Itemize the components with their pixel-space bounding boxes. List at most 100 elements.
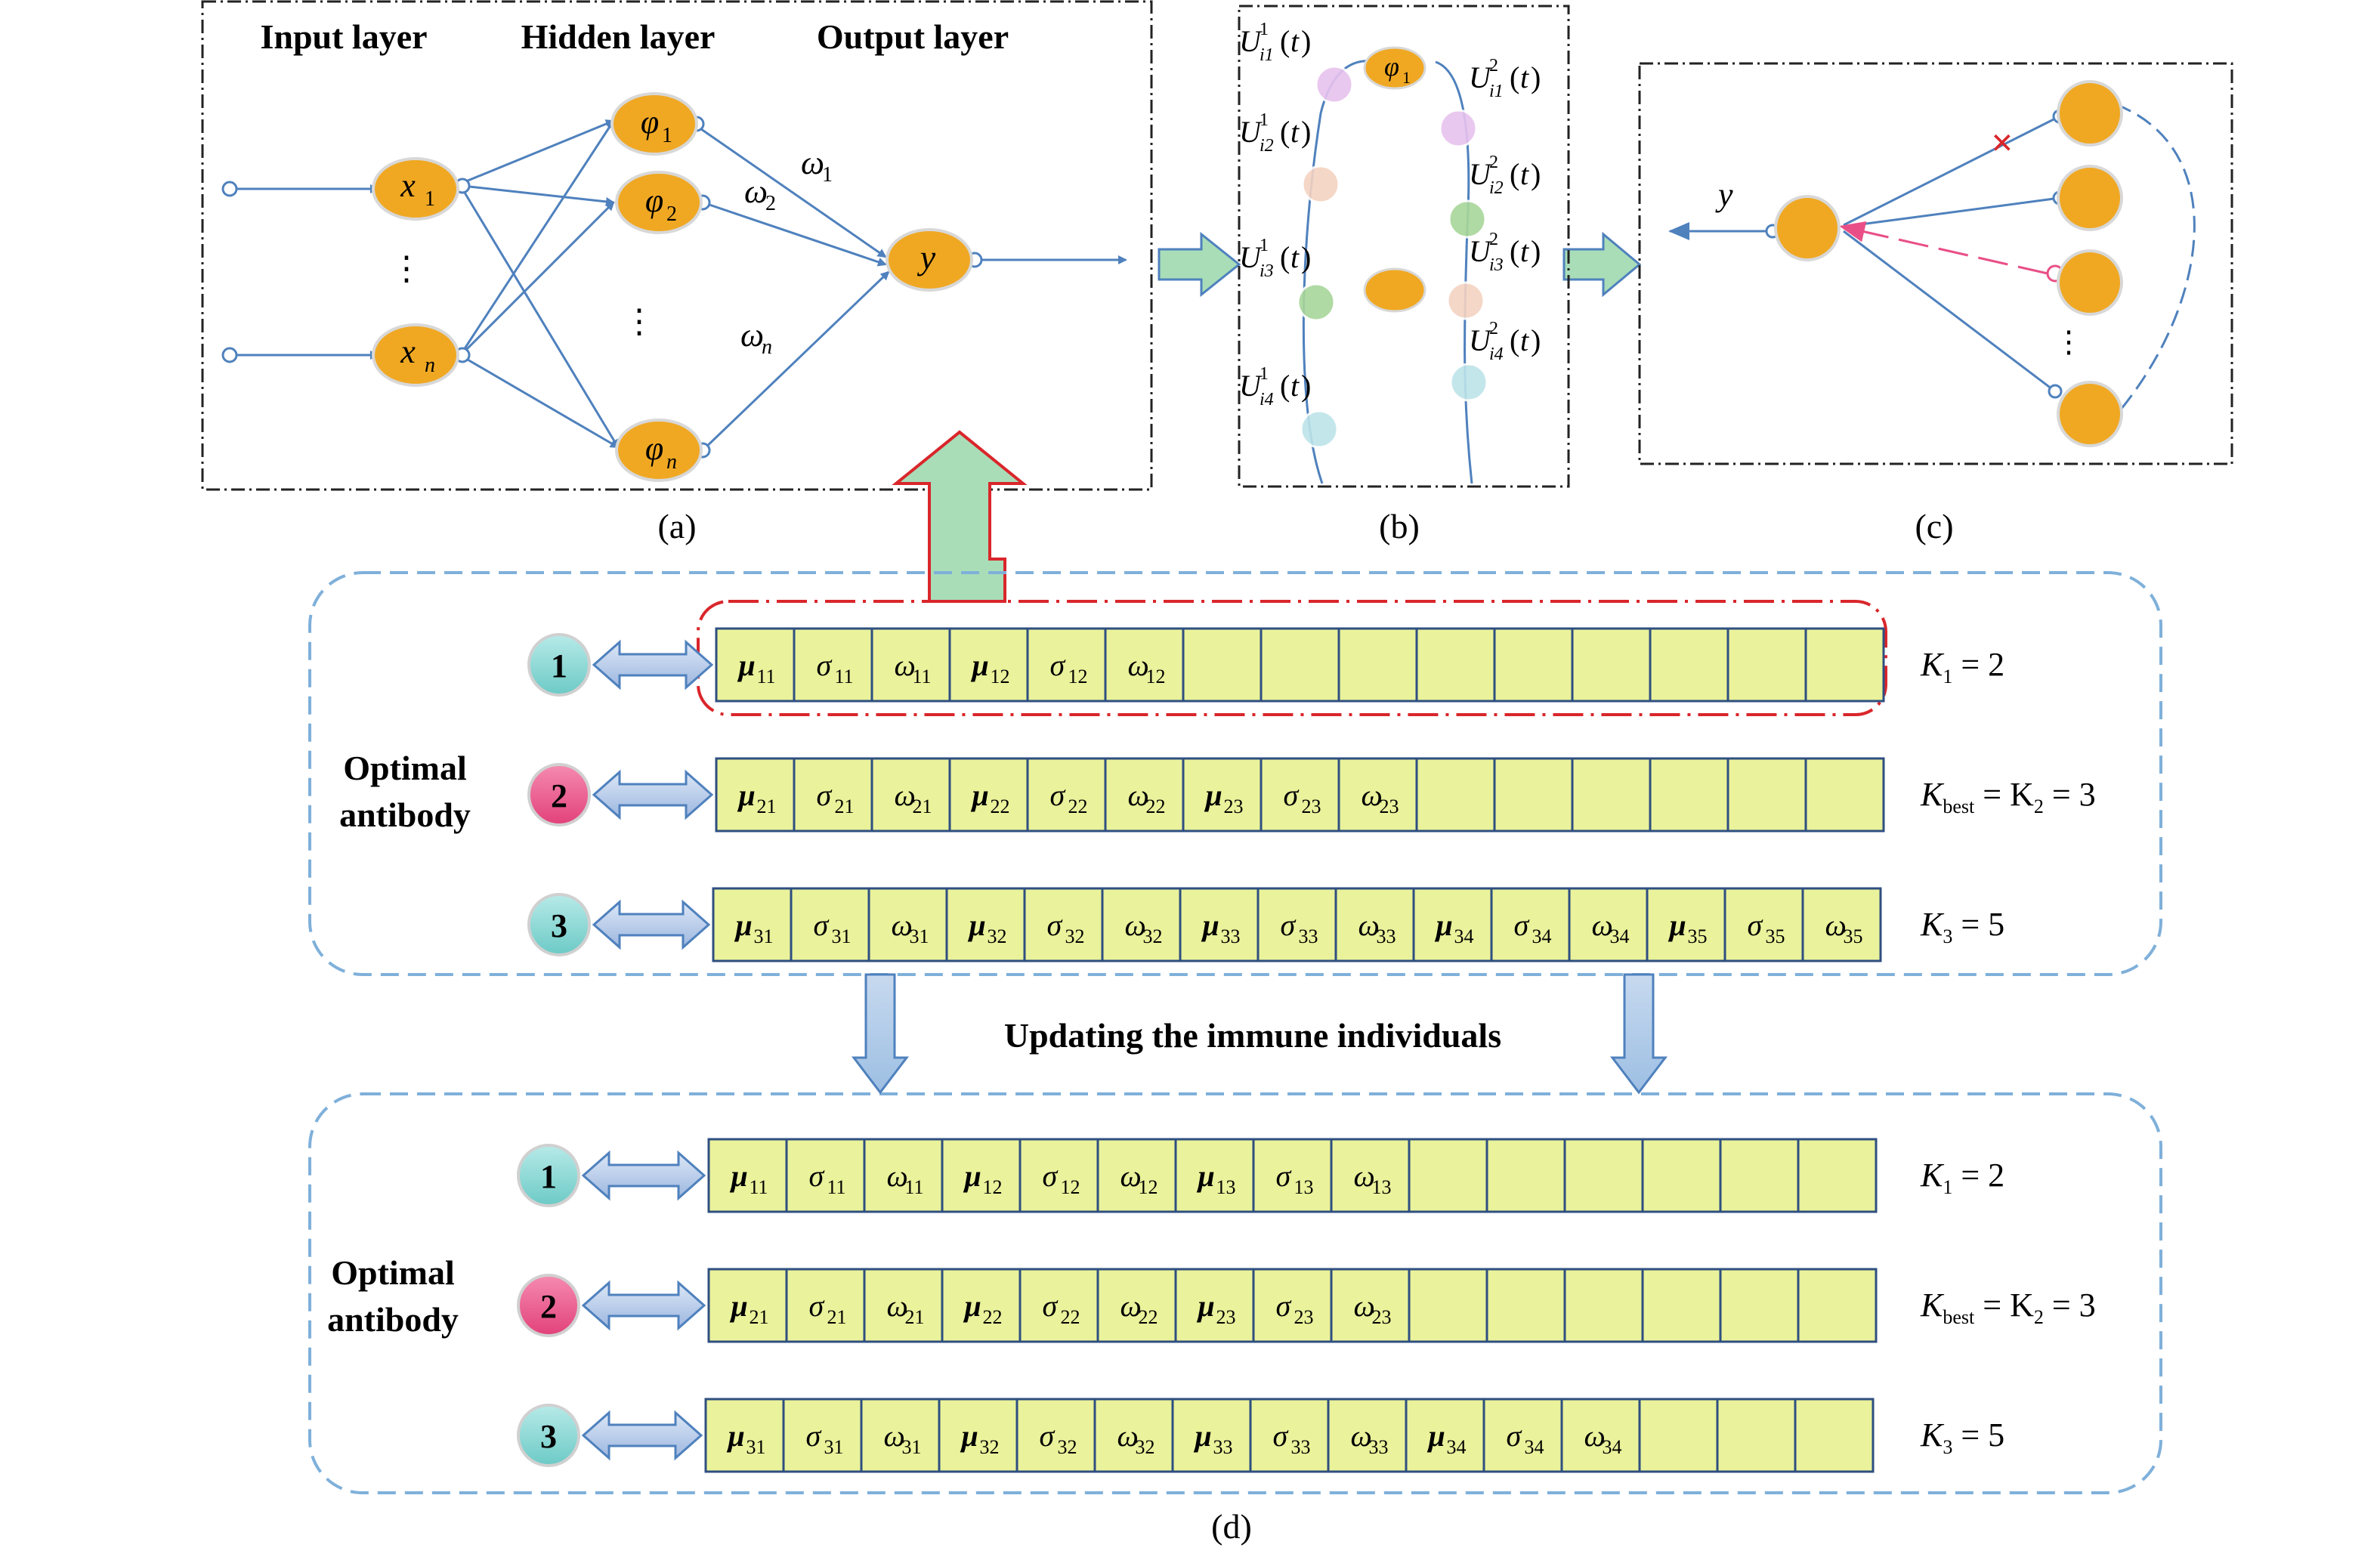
antibody-cell (1563, 1138, 1644, 1213)
svg-text:U: U (1469, 157, 1493, 191)
svg-text:i3: i3 (1489, 255, 1504, 275)
antibody-cell (1560, 1398, 1641, 1473)
antibody-cell-subscript: 11 (827, 1176, 846, 1198)
antibody-cell-symbol: μ (737, 778, 756, 812)
antibody-cell (1023, 887, 1104, 962)
antibody-cell-symbol: ω (887, 1159, 908, 1193)
antibody-cell (1797, 1268, 1878, 1343)
antibody-badge (527, 763, 591, 826)
antibody-cell-symbol: μ (968, 908, 986, 942)
antibody-cell-subscript: 13 (1216, 1176, 1236, 1198)
antibody-cell (870, 627, 951, 703)
antibody-cell-subscript: 32 (1143, 925, 1163, 947)
antibody-cell-symbol: ω (1120, 1159, 1142, 1193)
antibody-cell-subscript: 11 (905, 1176, 924, 1198)
antibody-cell-symbol: σ (1040, 1419, 1056, 1453)
antibody-cell-symbol: σ (809, 1159, 825, 1193)
antibody-cell-symbol: μ (1427, 1419, 1445, 1453)
antibody-cell-subscript: 22 (1139, 1306, 1158, 1328)
antibody-cell-subscript: 34 (1447, 1436, 1467, 1458)
antibody-cell-subscript: 13 (1294, 1176, 1314, 1198)
antibody-cell-subscript: 12 (1146, 666, 1166, 687)
antibody-k-label: K1 = 2 (1920, 646, 2004, 687)
antibody-cell (1638, 1398, 1719, 1473)
antibody-cell-subscript: 21 (905, 1306, 925, 1328)
svg-text:1: 1 (1260, 364, 1269, 384)
svg-text:i4: i4 (1260, 390, 1274, 409)
panel-b-frame (1238, 5, 1570, 488)
antibody-cell-subscript: 33 (1213, 1436, 1233, 1458)
svg-text:2: 2 (1489, 56, 1498, 76)
antibody-cell (1641, 1268, 1722, 1343)
antibody-cell-symbol: ω (1120, 1289, 1142, 1323)
antibody-cell-symbol: ω (887, 1289, 908, 1323)
double-arrow-icon (581, 1150, 706, 1201)
antibody-cell-subscript: 34 (1532, 925, 1552, 947)
antibody-cell-subscript: 33 (1299, 925, 1318, 947)
svg-text:t: t (1520, 323, 1529, 357)
antibody-cell-symbol: ω (895, 778, 916, 812)
antibody-cell (1646, 887, 1726, 962)
antibody-cell (1260, 627, 1340, 703)
antibody-cell-subscript: 21 (913, 795, 932, 817)
antibody-cell (1797, 1138, 1878, 1213)
svg-text:i1: i1 (1489, 82, 1504, 101)
antibody-cell-subscript: 31 (754, 925, 774, 947)
svg-text:U: U (1239, 369, 1263, 403)
antibody-cell (1482, 1398, 1563, 1473)
panel-a-frame (201, 0, 1153, 491)
antibody-cell-symbol: μ (734, 908, 753, 942)
antibody-cell (1408, 1138, 1488, 1213)
antibody-cell-symbol: μ (1668, 908, 1686, 942)
antibody-cell (1563, 1268, 1644, 1343)
antibody-cell-subscript: 21 (827, 1306, 847, 1328)
svg-text:U: U (1239, 240, 1263, 274)
antibody-cell (1179, 887, 1260, 962)
antibody-cell-symbol: ω (1351, 1419, 1372, 1453)
antibody-cell-symbol: ω (1362, 778, 1383, 812)
svg-text:t: t (1290, 369, 1300, 403)
antibody-cell (1716, 1398, 1797, 1473)
panel-a-node-xn: x n (372, 323, 459, 387)
antibody-cell (712, 887, 793, 962)
antibody-cell-subscript: 34 (1610, 925, 1630, 947)
antibody-cell (1804, 757, 1885, 833)
antibody-cell (1801, 887, 1882, 962)
antibody-cell (1171, 1398, 1252, 1473)
antibody-cell-symbol: ω (1117, 1419, 1139, 1453)
svg-text:t: t (1520, 60, 1529, 94)
panel-a-node-phi2: φ 2 (615, 171, 703, 234)
svg-text:i1: i1 (1260, 45, 1274, 65)
antibody-cell (1015, 1398, 1096, 1473)
svg-text:1: 1 (1402, 68, 1411, 87)
antibody-cell-symbol: σ (1748, 908, 1763, 942)
antibody-cell-symbol: σ (814, 908, 830, 942)
antibody-cell-symbol: σ (1284, 778, 1300, 812)
antibody-cell-symbol: σ (1043, 1159, 1059, 1193)
antibody-cell (790, 887, 870, 962)
panel-a-hidden-ellipsis: ⋮ (623, 303, 656, 340)
antibody-cell (1104, 757, 1185, 833)
antibody-cell-subscript: 11 (750, 1176, 768, 1198)
antibody-cell (1485, 1268, 1566, 1343)
antibody-cell (1726, 757, 1807, 833)
antibody-cell (1723, 887, 1804, 962)
antibody-cell (1334, 887, 1415, 962)
antibody-cell (1408, 1268, 1488, 1343)
antibody-cell (785, 1138, 866, 1213)
svg-text:i3: i3 (1260, 261, 1274, 281)
antibody-cell-symbol: μ (1204, 778, 1222, 812)
antibody-cell-subscript: 31 (824, 1436, 844, 1458)
svg-text:2: 2 (1489, 230, 1498, 249)
panel-b-label-u1-i4: U 1 i4 ( t ) (1239, 364, 1311, 409)
antibody-cell (860, 1398, 941, 1473)
antibody-cell (948, 757, 1029, 833)
antibody-cell-subscript: 21 (757, 795, 777, 817)
svg-text:ω: ω (740, 317, 764, 354)
antibody-cell-subscript: 33 (1377, 925, 1396, 947)
antibody-cell-symbol: μ (1197, 1159, 1215, 1193)
arrow-a-to-b (1158, 231, 1241, 298)
